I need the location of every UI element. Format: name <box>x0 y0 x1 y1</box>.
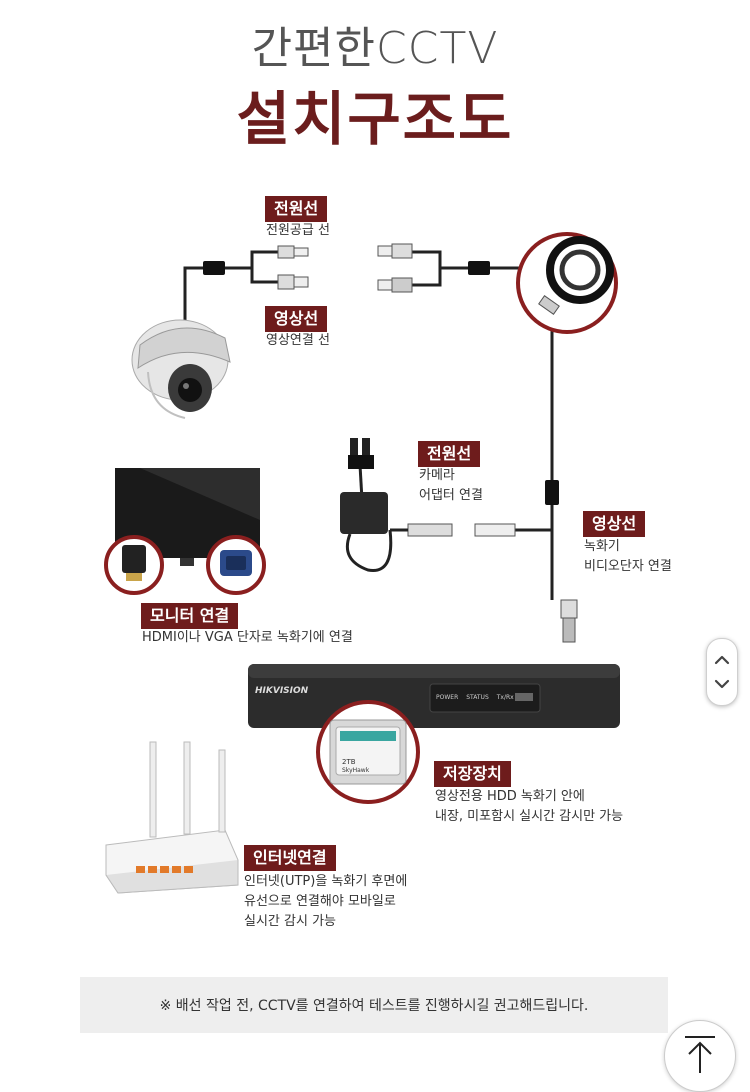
title-line-2: 설치구조도 <box>236 85 514 153</box>
label-storage: 저장장치 <box>434 761 511 787</box>
chevron-down-icon[interactable] <box>714 679 730 689</box>
installation-diagram <box>104 232 620 894</box>
hdd-circle <box>316 700 420 804</box>
label-internet-connection: 인터넷연결 <box>244 845 336 871</box>
cable-splitter <box>203 261 225 275</box>
desc-power-cable-adapter: 카메라 어댑터 연결 <box>419 468 483 503</box>
video-splitter <box>545 480 559 505</box>
dvr-panel-labels: POWER STATUS Tx/Rx <box>436 694 514 701</box>
label-video-cable-recorder: 영상선 <box>583 511 646 537</box>
desc-power-cable-top: 전원공급 선 <box>266 223 330 238</box>
bnc-plug-recorder <box>560 599 578 643</box>
scroll-control[interactable] <box>706 638 738 706</box>
label-power-cable-top: 전원선 <box>265 196 328 222</box>
back-to-top-button[interactable] <box>664 1020 736 1092</box>
dc-connector-right <box>377 243 413 259</box>
hdmi-port-circle <box>104 535 164 595</box>
chevron-up-icon[interactable] <box>714 655 730 665</box>
desc-internet-connection: 인터넷(UTP)을 녹화기 후면에 유선으로 연결해야 모바일로 실시간 감시 … <box>244 874 408 929</box>
bnc-connector-left <box>277 274 309 290</box>
desc-monitor-connection: HDMI이나 VGA 단자로 녹화기에 연결 <box>142 630 353 645</box>
dvr-panel-status: STATUS <box>466 694 489 701</box>
dc-connector-left <box>277 245 309 259</box>
vga-port-circle <box>206 535 266 595</box>
arrow-up-icon <box>685 1036 715 1073</box>
cable-reel-circle <box>516 232 618 334</box>
dvr-brand: HIKVISION <box>255 686 309 696</box>
desc-storage: 영상전용 HDD 녹화기 안에 내장, 미포함시 실시간 감시만 가능 <box>435 789 624 824</box>
label-power-cable-adapter: 전원선 <box>418 441 481 467</box>
desc-video-cable-top: 영상연결 선 <box>266 333 330 348</box>
dvr-panel-power: POWER <box>436 694 459 701</box>
hdd-capacity: 2TB <box>342 758 356 766</box>
power-adapter <box>340 438 393 572</box>
footer-note: ※ 배선 작업 전, CCTV를 연결하여 테스트를 진행하시길 권고해드립니다… <box>80 977 668 1033</box>
cable-splitter-right <box>468 261 490 275</box>
dome-camera <box>131 319 231 419</box>
hdd-model: SkyHawk <box>342 767 370 774</box>
camera-cable <box>183 250 278 330</box>
dvr-recorder <box>248 664 620 728</box>
title-line-1: 간편한CCTV <box>251 23 499 74</box>
dvr-panel-txrx: Tx/Rx <box>496 694 514 701</box>
label-video-cable-top: 영상선 <box>265 306 328 332</box>
adapter-dc-plug <box>390 523 516 537</box>
bnc-connector-right <box>377 277 413 293</box>
label-monitor-connection: 모니터 연결 <box>141 603 239 629</box>
router <box>105 741 239 894</box>
desc-video-cable-recorder: 녹화기 비디오단자 연결 <box>584 539 672 574</box>
